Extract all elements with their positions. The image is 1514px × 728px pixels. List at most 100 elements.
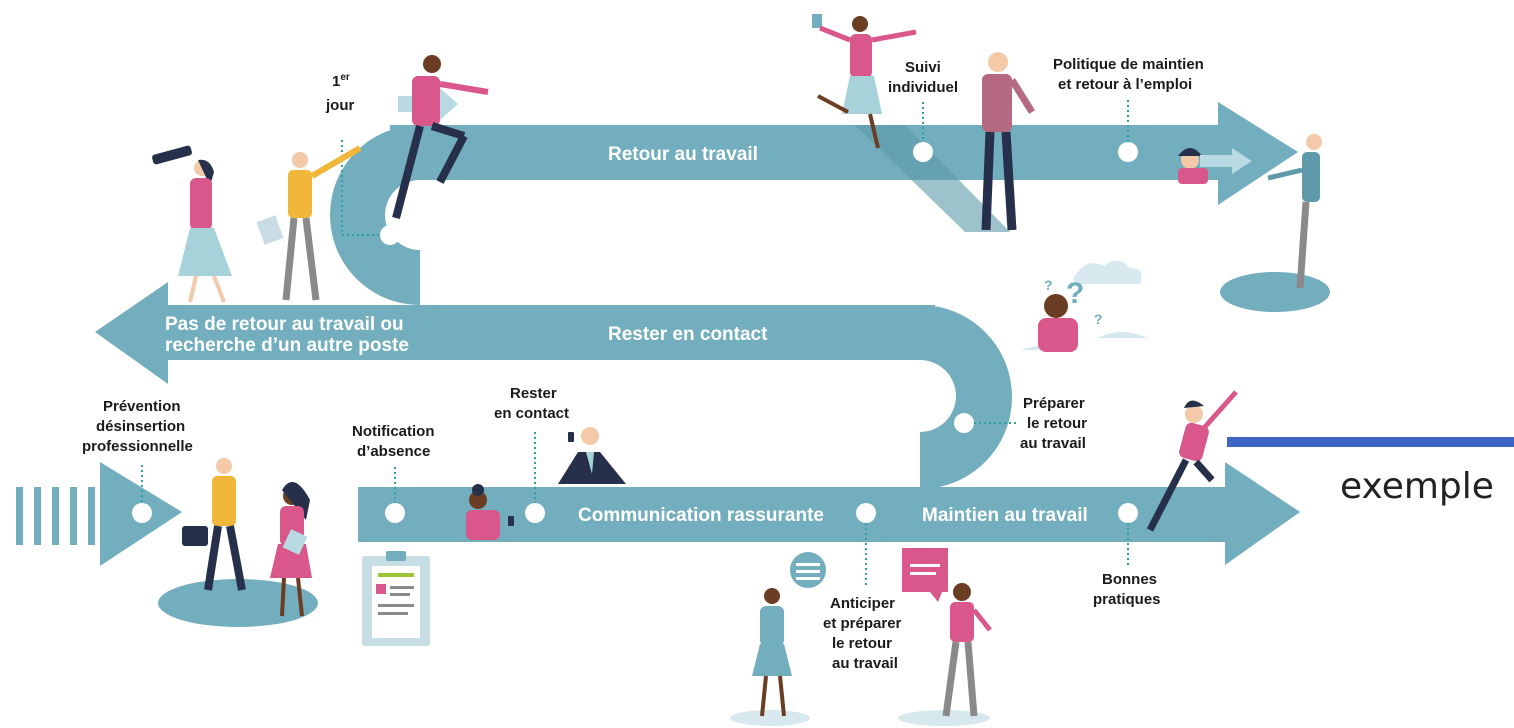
folder-icon [256, 215, 284, 245]
figure-arm [1267, 167, 1303, 181]
figure-leg [868, 113, 880, 149]
milestone-dot-preparer [954, 413, 974, 433]
callout-suivi-2: individuel [888, 79, 958, 96]
callout-preparer-3: au travail [1020, 435, 1086, 452]
figure-head [1044, 294, 1068, 318]
figure-arm [310, 145, 362, 179]
milestone-dot-suivi [913, 142, 933, 162]
figure-arm [871, 29, 917, 43]
man-right-edge [1220, 134, 1330, 312]
callout-notification-1: Notification [352, 423, 435, 440]
figure-torso [466, 510, 500, 540]
clipboard-paper [372, 566, 420, 638]
road-label-retour: Retour au travail [608, 144, 758, 165]
figure-arm [972, 608, 992, 632]
figure-skirt [752, 644, 792, 676]
phone-icon [508, 516, 514, 526]
leader-line [341, 140, 380, 236]
question-mark-icon: ? [1044, 277, 1053, 293]
road-bottom-lane [358, 487, 1228, 542]
woman-with-phone [466, 484, 514, 540]
figure-leg [436, 134, 468, 184]
figure-hair [198, 159, 214, 186]
milestones [132, 100, 1138, 585]
callout-premier-jour-word: jour [325, 97, 354, 114]
bearded-man [981, 52, 1035, 231]
ground-ellipse [1220, 272, 1330, 312]
figure-torso [1178, 168, 1208, 184]
figure-head [988, 52, 1008, 72]
figure-leg [212, 275, 226, 303]
callout-bonnes-2: pratiques [1093, 591, 1161, 608]
figure-arm [819, 25, 851, 43]
callout-prevention-2: désinsertion [96, 418, 185, 435]
phone-icon [568, 432, 574, 442]
clipboard-line [378, 573, 414, 577]
road-label-communication: Communication rassurante [578, 505, 824, 526]
speech-line [910, 572, 936, 575]
figure-torso [760, 606, 784, 646]
figure-head [764, 588, 780, 604]
figure-leg [817, 94, 849, 114]
clipboard-clip [386, 551, 406, 561]
road-label-pas-de-retour-1: Pas de retour au travail ou [165, 314, 404, 335]
road-upper-bend [330, 125, 420, 305]
figure-leg [760, 675, 768, 717]
question-mark-icon: ? [1066, 277, 1084, 310]
telescope-icon [152, 145, 192, 165]
figure-head [1306, 134, 1322, 150]
jumping-woman [812, 14, 917, 149]
callout-politique-2: et retour à l’emploi [1058, 76, 1192, 93]
figure-head [292, 152, 308, 168]
figure-leg [1296, 201, 1310, 289]
callout-politique-1: Politique de maintien [1053, 56, 1204, 73]
folder-icon [282, 529, 308, 555]
ground-ellipse [898, 710, 990, 726]
figure-torso [190, 178, 212, 230]
road-label-rester: Rester en contact [608, 324, 768, 345]
speech-line [796, 570, 820, 573]
figure-hair [1184, 400, 1204, 408]
figure-arm [1009, 78, 1035, 114]
road-shadow [855, 125, 1010, 232]
start-stripe [34, 487, 41, 545]
ground-ellipse [158, 579, 318, 627]
figure-leg [778, 675, 786, 717]
callout-anticiper-2: et préparer [823, 615, 902, 632]
figure-torso [950, 602, 974, 642]
arrow-icon [1200, 148, 1252, 174]
exemple-label: exemple [1340, 466, 1494, 507]
figure-torso [1038, 318, 1078, 352]
start-stripe [88, 487, 95, 545]
figure-arm [1202, 390, 1238, 430]
callout-prevention-3: professionnelle [82, 438, 193, 455]
milestone-dot-rester [525, 503, 545, 523]
milestone-dot-bonnes-pratiques [1118, 503, 1138, 523]
figure-head [423, 55, 441, 73]
figure-leg [226, 525, 246, 591]
callout-rester-2: en contact [494, 405, 569, 422]
figure-torso [982, 74, 1012, 132]
callout-preparer-1: Préparer [1023, 395, 1085, 412]
callout-suivi-1: Suivi [905, 59, 941, 76]
milestone-dot-notification [385, 503, 405, 523]
speech-bubble-icon [902, 548, 948, 592]
thinking-man: ? ? ? [1020, 260, 1148, 352]
callout-bonnes-1: Bonnes [1102, 571, 1157, 588]
clipboard-line [390, 586, 414, 589]
figure-leg [392, 124, 424, 220]
running-man [392, 55, 489, 220]
woman-reaching [1146, 390, 1238, 532]
figure-torso [1302, 152, 1320, 202]
speech-line [910, 564, 940, 567]
callout-prevention-1: Prévention [103, 398, 181, 415]
start-stripe [70, 487, 77, 545]
woman-speaking [730, 552, 826, 726]
figure-leg [964, 641, 978, 717]
callout-premier-jour-num: 1er [332, 72, 350, 90]
callout-rester-1: Rester [510, 385, 557, 402]
figure-head [852, 16, 868, 32]
figure-leg [942, 641, 960, 717]
road [16, 102, 1300, 566]
